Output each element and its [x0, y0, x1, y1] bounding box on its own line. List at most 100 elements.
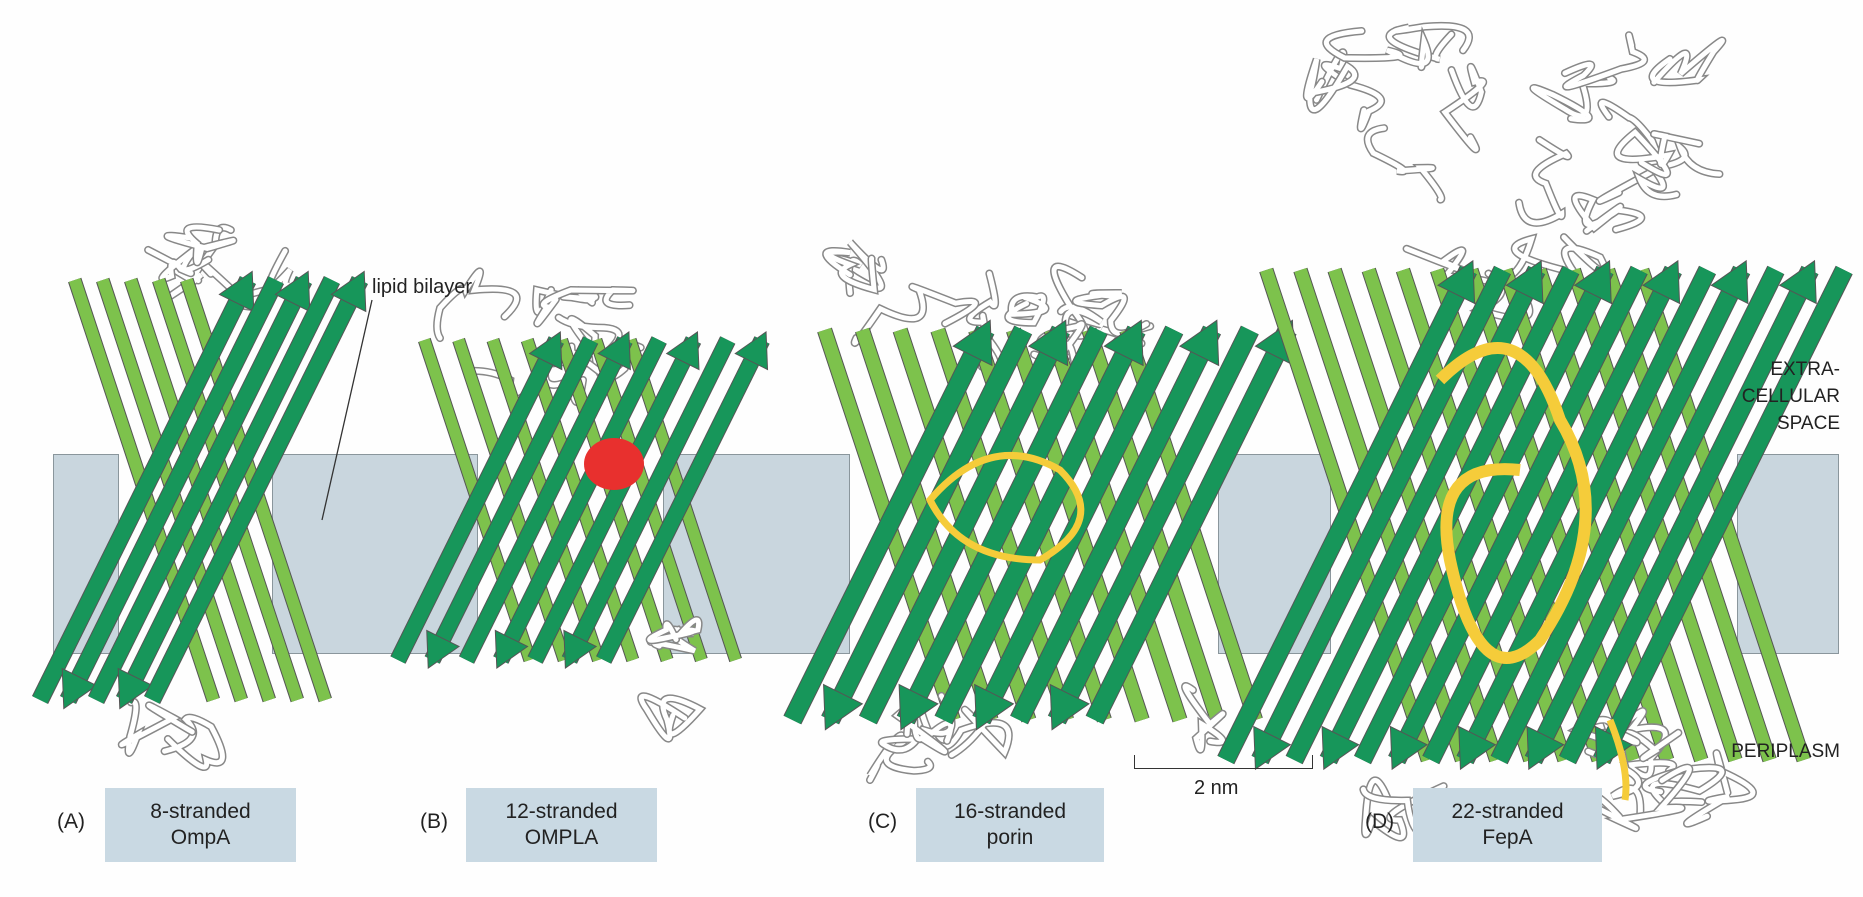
loop: [165, 224, 236, 265]
strand-arrowhead: [597, 330, 631, 371]
loop: [1649, 38, 1725, 85]
strand-arrowhead: [528, 330, 563, 371]
loop: [1530, 75, 1616, 123]
strand-arrowhead: [494, 629, 529, 670]
front-strand: [60, 276, 284, 704]
panel-d-letter: (D): [1365, 810, 1395, 833]
periplasm-label: PERIPLASM: [1731, 741, 1840, 762]
front-strand: [528, 336, 701, 664]
protein-name: FepA: [1482, 826, 1533, 849]
front-strand: [784, 326, 994, 724]
front-strand: [1594, 266, 1852, 764]
extracellular-line-1: EXTRA-: [1770, 359, 1840, 380]
front-strand: [1389, 266, 1647, 764]
strand-arrowhead: [1103, 319, 1144, 367]
protein-name: porin: [986, 826, 1034, 849]
strand-arrowhead: [274, 270, 311, 313]
front-strand: [494, 336, 666, 664]
front-strand: [859, 326, 1070, 724]
loop: [434, 268, 519, 341]
front-strand: [1218, 266, 1476, 764]
front-strand: [1525, 266, 1784, 764]
strand-arrowhead: [1253, 725, 1292, 771]
strand-arrowhead: [665, 330, 700, 371]
loop: [1572, 193, 1644, 234]
loop: [647, 617, 702, 643]
protein-name: OmpA: [170, 826, 231, 849]
strand-arrowhead: [218, 270, 255, 313]
strand-arrowhead: [1437, 259, 1476, 305]
strand-arrowhead: [563, 629, 598, 670]
front-strand: [88, 276, 312, 704]
front-strand: [391, 336, 564, 664]
front-strand: [935, 326, 1145, 724]
loop: [1684, 750, 1756, 827]
front-strand: [897, 326, 1107, 724]
strand-arrowhead: [1321, 725, 1360, 771]
loop: [638, 693, 704, 742]
loop: [534, 287, 636, 326]
lipid-bilayer-label: lipid bilayer: [372, 276, 473, 298]
strand-arrowhead: [1526, 725, 1565, 771]
loop: [1386, 23, 1472, 62]
strand-arrowhead: [1458, 725, 1497, 771]
loop: [1182, 683, 1226, 753]
strand-count: 22-stranded: [1451, 800, 1564, 823]
front-strand: [822, 326, 1032, 724]
loop: [1562, 32, 1647, 90]
front-strand: [1048, 326, 1258, 724]
strand-arrowhead: [734, 330, 769, 371]
panel-d-label: 22-stranded FepA: [1413, 788, 1602, 862]
front-strand: [596, 336, 769, 664]
front-strand: [32, 276, 256, 704]
loop: [1073, 290, 1149, 336]
loop: [1516, 137, 1571, 226]
loop: [1005, 293, 1048, 326]
strand-arrowhead: [898, 683, 939, 731]
loop: [1597, 100, 1667, 204]
loop: [145, 247, 211, 282]
plug-tail: [1606, 718, 1630, 801]
protein-name: OMPLA: [524, 826, 599, 849]
strand-arrowhead: [61, 667, 98, 710]
strand-arrowhead: [1049, 683, 1090, 731]
panel-c-letter: (C): [868, 810, 898, 833]
scale-bar: [1134, 755, 1313, 769]
strand-arrowhead: [823, 683, 864, 731]
strand-arrowhead: [974, 683, 1015, 731]
strand-arrowhead: [1027, 319, 1069, 367]
strand-arrowhead: [1573, 259, 1612, 305]
loop: [167, 225, 234, 299]
front-strand: [459, 336, 632, 664]
loop: [1362, 777, 1447, 840]
plug-domain: [925, 452, 1085, 564]
strand-arrowhead: [117, 667, 154, 710]
strand-count: 16-stranded: [953, 800, 1067, 823]
extracellular-line-2: CELLULAR: [1741, 386, 1840, 407]
scale-bar-label: 2 nm: [1194, 777, 1239, 799]
strand-count: 12-stranded: [505, 800, 618, 823]
front-strand: [1559, 266, 1818, 764]
front-strand: [425, 336, 598, 664]
strand-arrowhead: [1178, 319, 1220, 367]
panel-b-label: 12-stranded OMPLA: [466, 788, 657, 862]
strand-arrowhead: [1389, 725, 1428, 771]
loop: [1304, 58, 1357, 113]
front-strand: [562, 336, 735, 664]
plug-domain: [1435, 342, 1592, 664]
loop: [879, 693, 955, 753]
extracellular-line-3: SPACE: [1776, 413, 1840, 434]
panel-c-label: 16-stranded porin: [916, 788, 1104, 862]
loop: [1615, 128, 1702, 177]
loop: [1323, 28, 1431, 70]
strand-arrowhead: [426, 629, 460, 670]
strand-count: 8-stranded: [150, 800, 251, 823]
active-site-dot: [584, 438, 644, 490]
extracellular-space-label: EXTRA- CELLULAR SPACE: [1720, 356, 1840, 437]
panel-b-letter: (B): [420, 810, 448, 833]
loop: [119, 699, 195, 756]
strand-arrowhead: [1642, 259, 1681, 305]
front-strand: [144, 276, 368, 704]
